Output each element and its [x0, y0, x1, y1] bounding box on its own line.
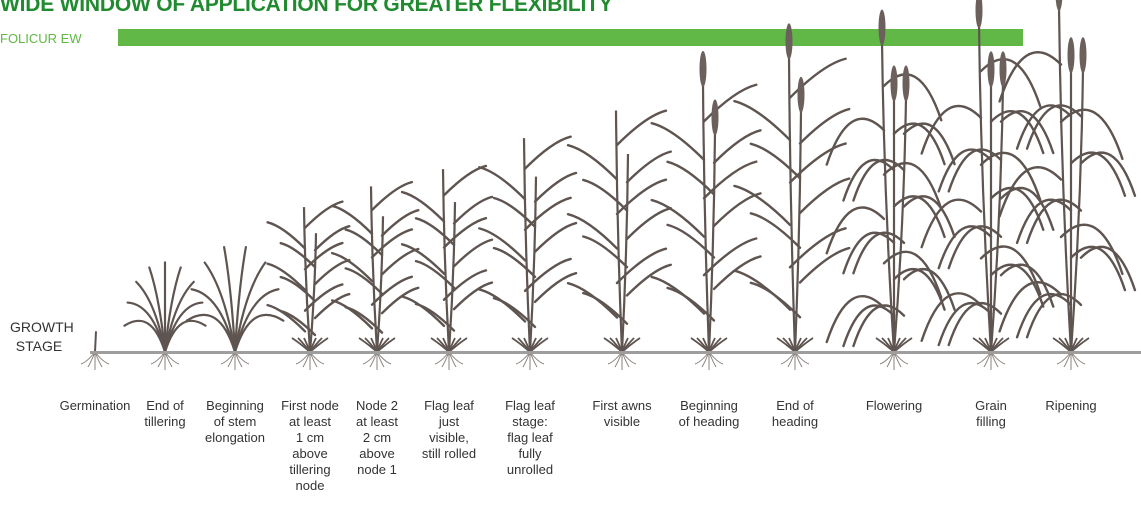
growth-stage-axis-label: GROWTH STAGE [10, 319, 74, 354]
plant-stage-2 [123, 261, 207, 370]
ground-line [90, 351, 1141, 354]
plant-stage-9 [650, 50, 762, 370]
plant-stage-11 [825, 9, 956, 370]
stage-label-10: End of heading [771, 398, 819, 429]
plant-stage-3 [185, 245, 285, 370]
plant-stage-8 [566, 109, 672, 370]
stage-label-6: Flag leaf just visible, still rolled [421, 398, 477, 461]
plant-stage-6 [400, 164, 494, 370]
stage-label-5: Node 2 at least 2 cm above node 1 [356, 398, 398, 477]
plant-stage-4 [266, 200, 351, 370]
plant-stage-5 [330, 180, 420, 370]
stage-label-9: Beginning of heading [678, 398, 740, 429]
page-title: WIDE WINDOW OF APPLICATION FOR GREATER F… [0, 0, 613, 16]
stage-label-2: End of tillering [144, 398, 186, 429]
product-application-bar [118, 29, 1023, 46]
stage-label-7: Flag leaf stage: flag leaf fully unrolle… [505, 398, 555, 477]
stage-label-12: Grain filling [975, 398, 1007, 429]
stage-label-8: First awns visible [592, 398, 652, 429]
plant-stage-12 [920, 0, 1055, 370]
stage-label-4: First node at least 1 cm above tillering… [281, 398, 339, 493]
plant-stage-7 [478, 135, 578, 370]
product-name: FOLICUR EW [0, 31, 82, 46]
stage-label-1: Germination [59, 398, 131, 413]
stage-label-3: Beginning of stem elongation [205, 398, 265, 445]
stage-label-13: Ripening [1045, 398, 1097, 413]
plant-stage-13 [998, 0, 1137, 370]
stage-label-11: Flowering [865, 398, 923, 413]
plant-stage-10 [733, 23, 851, 370]
